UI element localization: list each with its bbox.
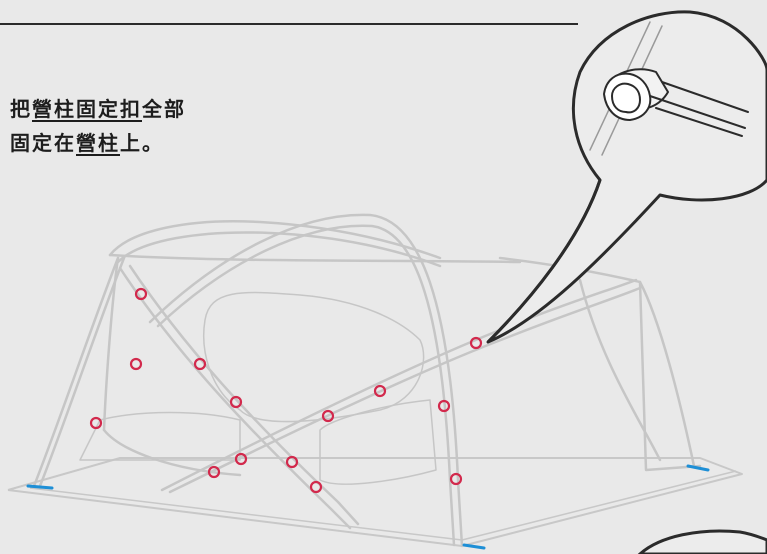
clip-marker [321, 409, 335, 423]
instruction-term-pole-clip: 營柱固定扣 [32, 97, 142, 121]
instruction-text: 把營柱固定扣全部 固定在營柱上。 [10, 92, 186, 160]
clip-marker [309, 480, 323, 494]
clip-marker [437, 399, 451, 413]
header-divider [0, 23, 578, 25]
instruction-segment: 全部 [142, 97, 186, 121]
stake-marker [462, 543, 486, 550]
instruction-segment: 上。 [120, 131, 164, 155]
pole-clip-icon [589, 21, 749, 156]
stake-marker [686, 464, 710, 472]
tent-footprint [7, 457, 743, 547]
stake-markers [26, 464, 710, 550]
instruction-line-2: 固定在營柱上。 [10, 126, 186, 160]
clip-marker [229, 395, 243, 409]
stake-marker [26, 484, 54, 490]
clip-marker [469, 336, 483, 350]
second-callout-partial [637, 529, 767, 554]
instruction-segment: 固定在 [10, 131, 76, 155]
clip-marker [234, 452, 248, 466]
clip-marker [89, 416, 103, 430]
clip-marker [207, 465, 221, 479]
instruction-term-pole: 營柱 [76, 131, 120, 155]
pole-clip-markers [89, 287, 483, 494]
clip-marker [373, 384, 387, 398]
instruction-line-1: 把營柱固定扣全部 [10, 92, 186, 126]
clip-marker [129, 357, 143, 371]
tent-body [32, 213, 702, 548]
clip-marker [134, 287, 148, 301]
clip-marker [285, 455, 299, 469]
instruction-segment: 把 [10, 97, 32, 121]
clip-marker [193, 357, 207, 371]
clip-marker [449, 472, 463, 486]
detail-callout [486, 10, 767, 344]
